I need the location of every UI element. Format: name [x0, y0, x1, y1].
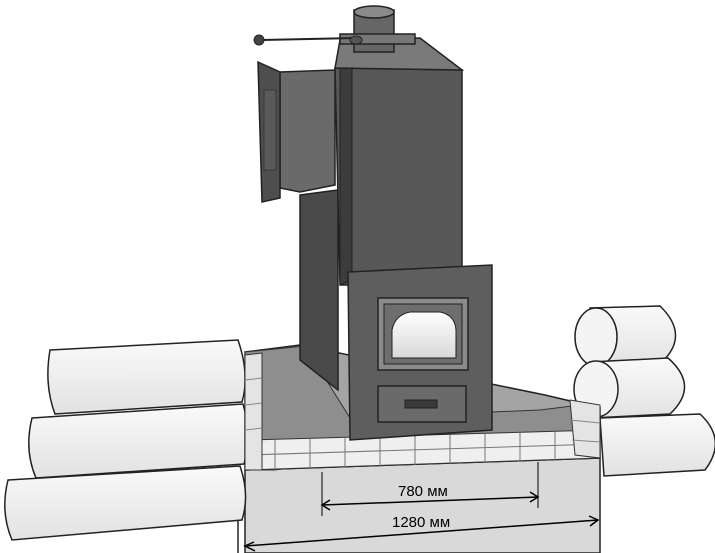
- inner-dimension-label: 780 мм: [398, 483, 448, 500]
- stove: [253, 5, 493, 441]
- door-glass: [391, 311, 457, 359]
- dimension-outer: 1280 мм: [243, 514, 600, 552]
- ash-drawer: [377, 385, 467, 423]
- log: [4, 465, 247, 541]
- outer-dimension-label: 1280 мм: [392, 514, 450, 531]
- dimension-inner: 780 мм: [320, 462, 540, 516]
- water-tank: [257, 60, 336, 203]
- damper-handle: [253, 34, 363, 46]
- right-log-stack: [573, 305, 715, 477]
- chimney: [339, 5, 416, 53]
- firebox-door: [377, 297, 469, 371]
- log: [574, 305, 677, 367]
- foundation: [237, 457, 601, 553]
- log: [599, 413, 715, 477]
- log: [47, 339, 246, 415]
- left-log-stack: [4, 339, 249, 541]
